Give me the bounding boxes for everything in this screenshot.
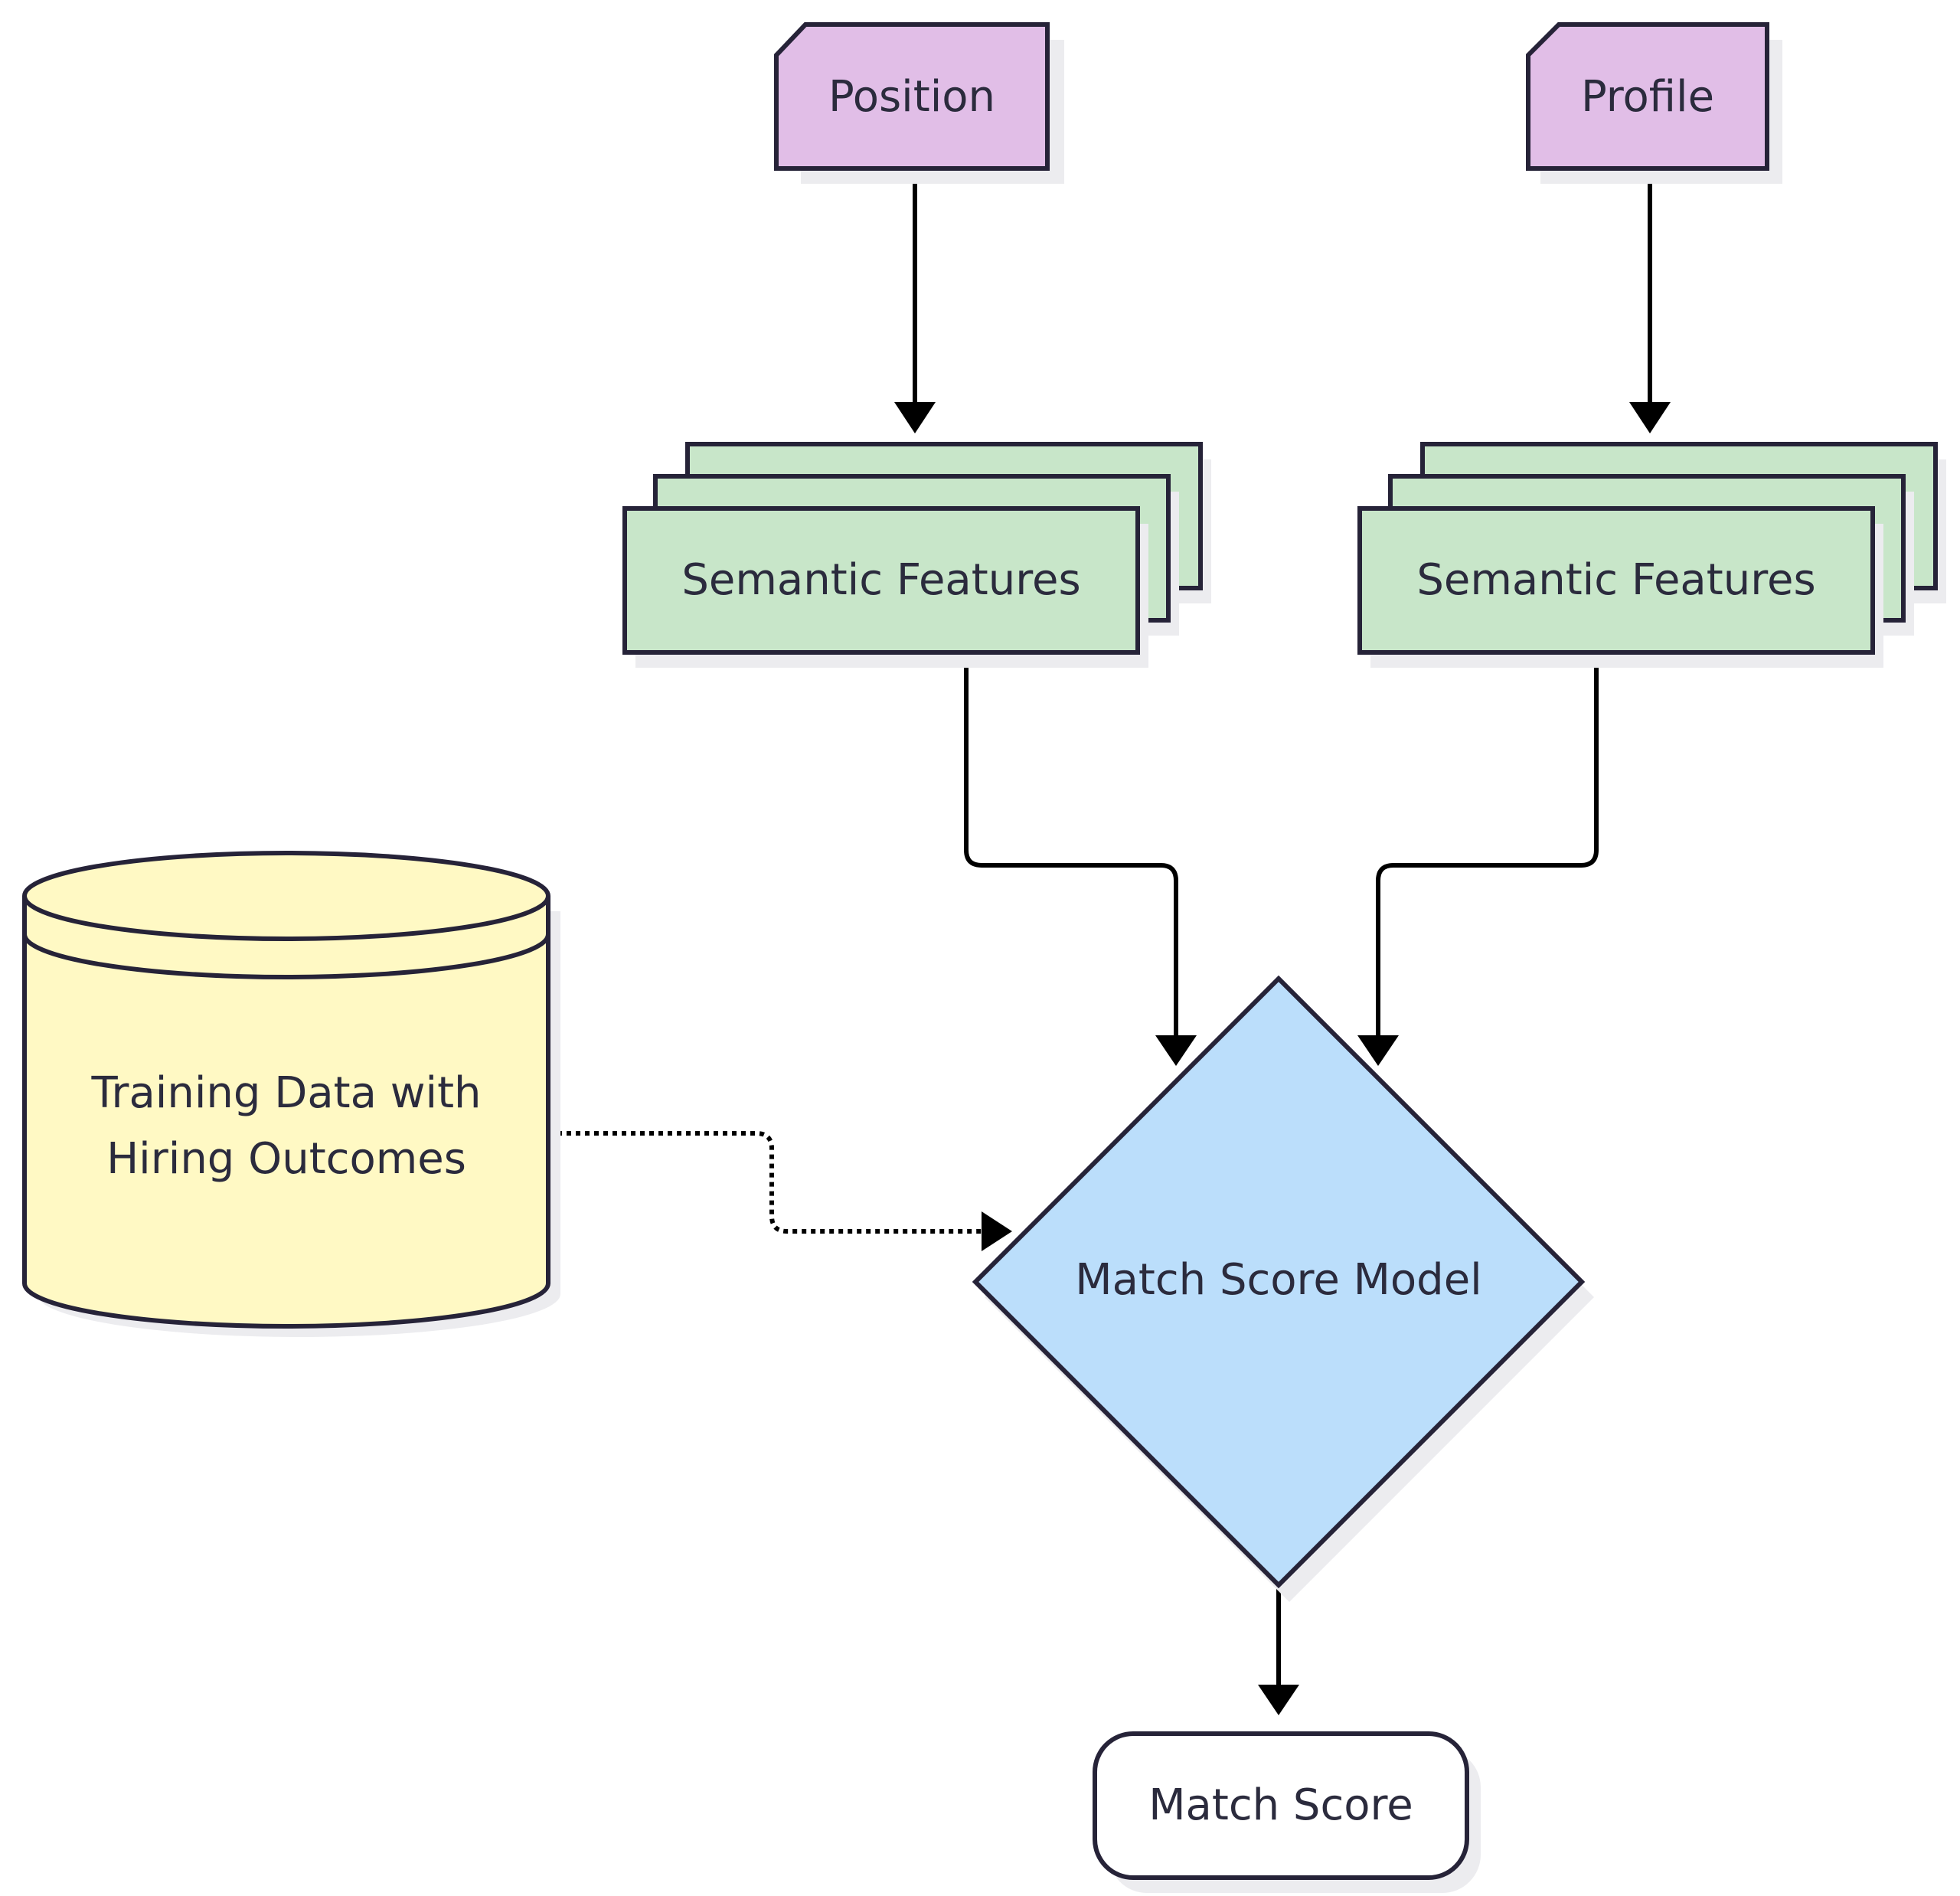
edge-profile-to-features — [1629, 171, 1671, 433]
training-data-cylinder-top — [22, 851, 550, 941]
profile-node[interactable]: Profile — [1526, 22, 1782, 184]
edge-training-data-to-model — [521, 1131, 1012, 1251]
position-node[interactable]: Position — [774, 22, 1064, 184]
training-data-cylinder-body — [22, 896, 550, 1329]
position-card-shape — [774, 22, 1050, 171]
edge-left-features-to-model — [964, 652, 1197, 1066]
semantic-features-left-node[interactable]: Semantic Features — [622, 442, 1211, 668]
match-score-model-diamond — [972, 975, 1586, 1589]
profile-label: Profile — [1581, 72, 1714, 122]
semantic-features-right-front — [1357, 506, 1875, 655]
match-score-node[interactable]: Match Score — [1093, 1731, 1481, 1893]
training-data-node[interactable]: Training Data with Hiring Outcomes — [22, 851, 560, 1337]
match-score-box — [1093, 1731, 1469, 1880]
semantic-features-left-front — [622, 506, 1140, 655]
semantic-features-right-label: Semantic Features — [1416, 555, 1815, 605]
edge-model-to-match-score — [1258, 1582, 1299, 1715]
match-score-model-node[interactable]: Match Score Model — [972, 975, 1594, 1602]
semantic-features-right-node[interactable]: Semantic Features — [1357, 442, 1946, 668]
edge-right-features-to-model — [1357, 652, 1599, 1066]
match-score-model-label: Match Score Model — [1075, 1255, 1481, 1305]
training-data-label-line1: Training Data with — [90, 1068, 481, 1118]
semantic-features-left-label: Semantic Features — [681, 555, 1080, 605]
position-label: Position — [828, 72, 995, 122]
edge-position-to-features — [894, 171, 936, 433]
training-data-label-line2: Hiring Outcomes — [106, 1134, 466, 1184]
match-score-label: Match Score — [1148, 1780, 1413, 1830]
profile-card-shape — [1526, 22, 1769, 171]
